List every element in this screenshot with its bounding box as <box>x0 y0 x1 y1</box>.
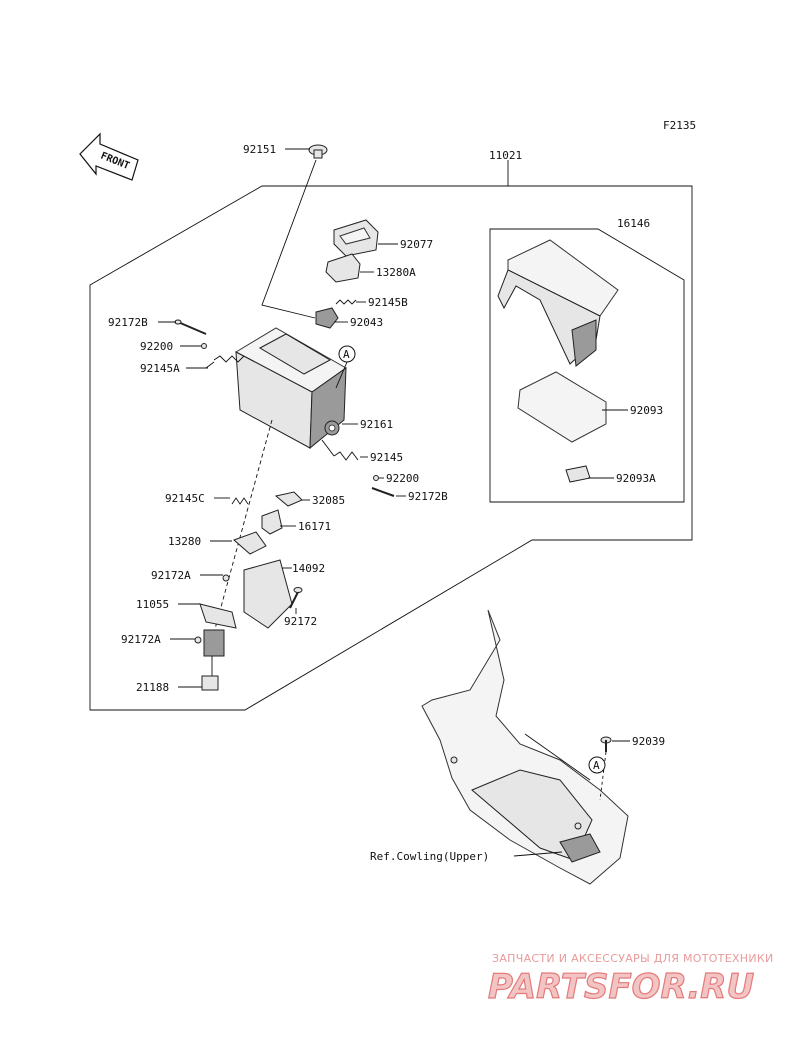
callout-92151: 92151 <box>243 143 276 156</box>
washer-92200-right-part <box>373 475 379 481</box>
spring-92145c-part <box>231 497 249 505</box>
pin-92043-part <box>315 307 339 329</box>
watermark-subtitle: ЗАПЧАСТИ И АКСЕССУАРЫ ДЛЯ МОТОТЕХНИКИ <box>492 952 774 965</box>
lock-13280a-part <box>325 253 361 283</box>
ref-pointer <box>524 733 591 781</box>
lid-16146-part <box>497 239 619 367</box>
screw-92172b-right-part <box>371 487 395 497</box>
screw-92172a-bottom-part <box>194 636 202 644</box>
damper-92161-part <box>324 420 340 436</box>
svg-text:A: A <box>343 348 350 361</box>
spring-92145-part <box>321 439 359 461</box>
screw-92172a-top-part <box>222 574 230 582</box>
callout-92172a-bottom: 92172A <box>121 633 161 646</box>
spring-92145a-part <box>205 355 245 369</box>
callout-13280a: 13280A <box>376 266 416 279</box>
bracket-11055-part <box>199 603 237 629</box>
callout-92172b-right: 92172B <box>408 490 448 503</box>
watermark-brand: PARTSFOR.RU <box>488 967 754 1007</box>
screw-92172-part <box>289 587 303 609</box>
callout-11021: 11021 <box>489 149 522 162</box>
screw-92172b-left-part <box>174 319 207 335</box>
storage-case-part <box>234 327 347 450</box>
ref-marker-a-bottom: A <box>588 756 606 774</box>
callout-92039: 92039 <box>632 735 665 748</box>
ref-cowling-label: Ref.Cowling(Upper) <box>370 850 489 863</box>
callout-92200-right: 92200 <box>386 472 419 485</box>
callout-16146: 16146 <box>617 217 650 230</box>
callout-92200-left: 92200 <box>140 340 173 353</box>
cowling-upper-part <box>421 609 629 885</box>
callout-labels: 92151 11021 92077 13280A 92145B 92043 92… <box>108 143 665 863</box>
spring-92145b-part <box>335 299 357 305</box>
callout-92161: 92161 <box>360 418 393 431</box>
lock-13280-part <box>233 531 267 555</box>
leader-lines <box>158 148 630 857</box>
screw-92039-part <box>599 736 612 801</box>
callout-92145a: 92145A <box>140 362 180 375</box>
callout-92077: 92077 <box>400 238 433 251</box>
assembly-outline <box>89 185 693 711</box>
callout-92145c: 92145C <box>165 492 205 505</box>
callout-92093: 92093 <box>630 404 663 417</box>
callout-11055: 11055 <box>136 598 169 611</box>
pad-92093-part <box>517 371 607 443</box>
bolt-92151-part <box>308 144 328 159</box>
callout-92043: 92043 <box>350 316 383 329</box>
axis-line <box>211 419 273 641</box>
guide-line <box>261 159 317 319</box>
solenoid-21188-part <box>201 629 225 691</box>
cover-14092-part <box>243 559 293 629</box>
callout-92145: 92145 <box>370 451 403 464</box>
callout-14092: 14092 <box>292 562 325 575</box>
callout-92093a: 92093A <box>616 472 656 485</box>
subassembly-outline <box>489 228 685 503</box>
cover-92077-part <box>333 219 379 257</box>
callout-13280: 13280 <box>168 535 201 548</box>
figure-code: F2135 <box>663 119 696 132</box>
callout-92172a-top: 92172A <box>151 569 191 582</box>
bracket-16171-part <box>261 509 283 535</box>
lever-32085-part <box>274 491 303 507</box>
callout-92145b: 92145B <box>368 296 408 309</box>
watermark: ЗАПЧАСТИ И АКСЕССУАРЫ ДЛЯ МОТОТЕХНИКИ PA… <box>487 952 774 1008</box>
svg-text:A: A <box>593 759 600 772</box>
washer-92200-left-part <box>201 343 207 349</box>
callout-92172: 92172 <box>284 615 317 628</box>
ref-marker-a-top: A <box>335 345 356 389</box>
callout-16171: 16171 <box>298 520 331 533</box>
callout-21188: 21188 <box>136 681 169 694</box>
pad-92093a-part <box>565 465 591 483</box>
callout-92172b-left: 92172B <box>108 316 148 329</box>
callout-32085: 32085 <box>312 494 345 507</box>
front-arrow-icon: FRONT <box>79 132 139 181</box>
